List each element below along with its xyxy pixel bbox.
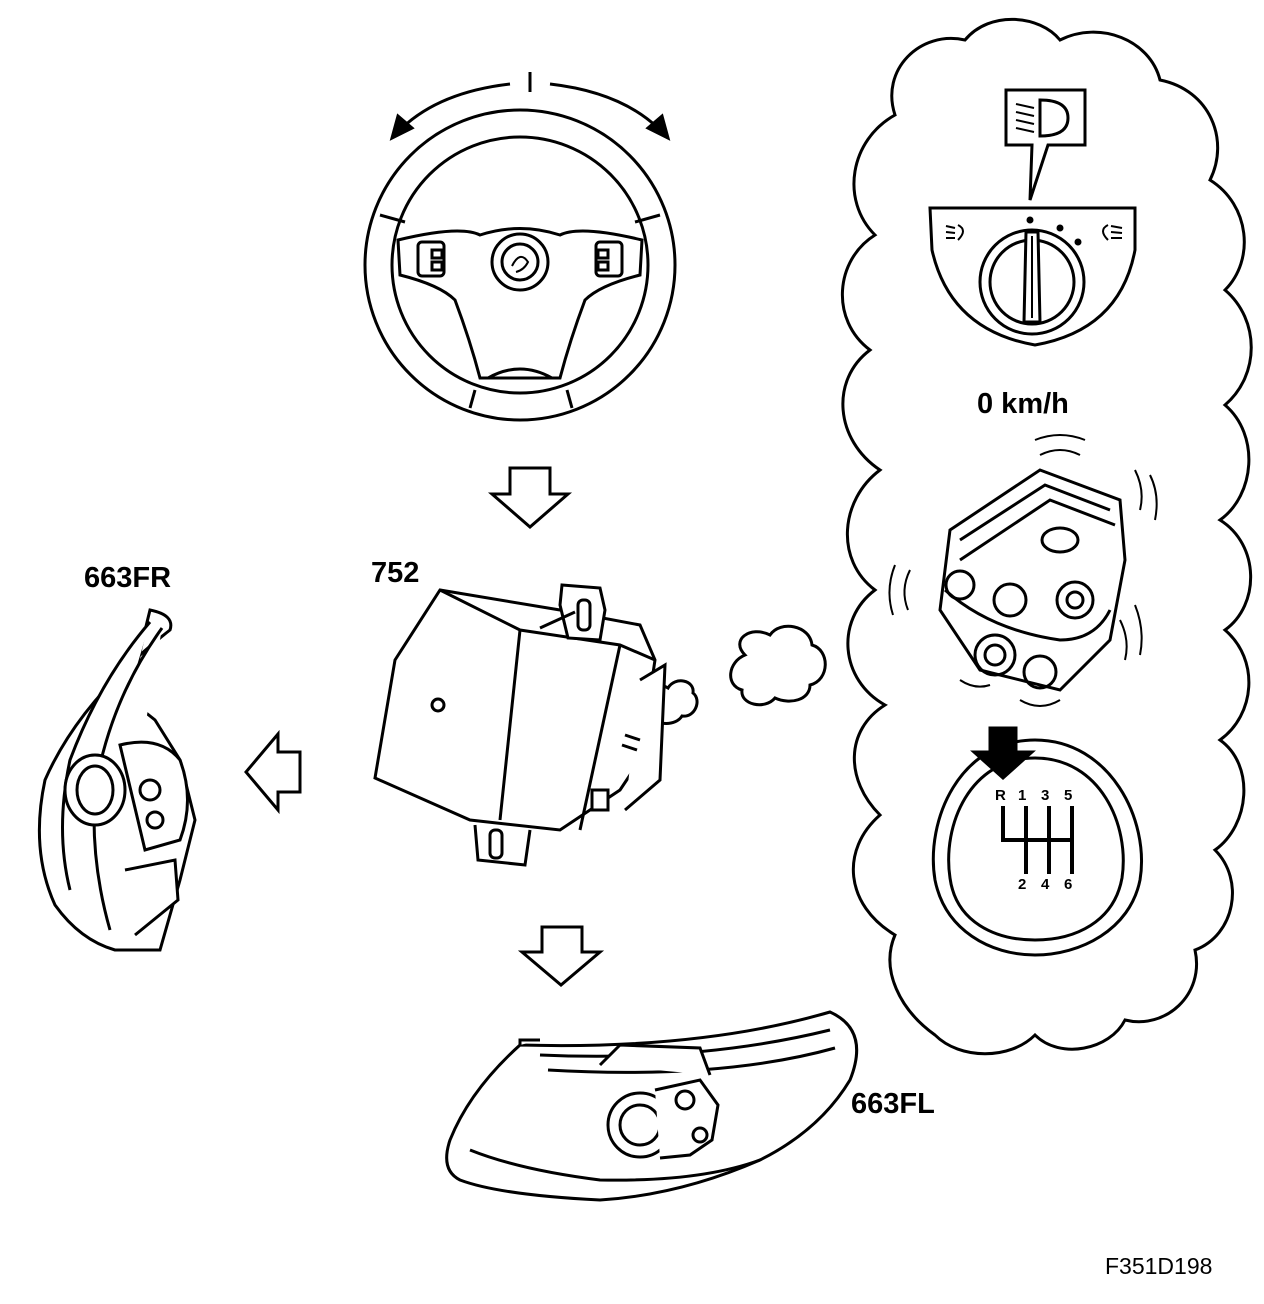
gear-label-2: 2 (1018, 876, 1027, 893)
gear-label-3: 3 (1041, 787, 1050, 804)
thought-bubble-medium (729, 624, 827, 707)
gear-label-reverse: R (995, 787, 1006, 804)
gear-label-6: 6 (1064, 876, 1073, 893)
steering-wheel-icon (363, 72, 677, 422)
figure-code: F351D198 (1105, 1253, 1213, 1279)
gear-label-4: 4 (1041, 876, 1050, 893)
label-vehicle-speed: 0 km/h (977, 388, 1069, 420)
headlamp-switch-icon (928, 88, 1137, 347)
gear-label-5: 5 (1064, 787, 1073, 804)
label-headlamp-front-right: 663FR (84, 562, 172, 594)
gear-shift-knob-icon (931, 726, 1143, 957)
control-module-752 (373, 583, 667, 867)
engine-running-icon (888, 434, 1158, 707)
headlamp-front-left (445, 1010, 859, 1202)
label-control-module: 752 (371, 557, 420, 589)
headlamp-front-right (37, 608, 197, 952)
gear-label-1: 1 (1018, 787, 1027, 804)
hollow-arrow-icon (244, 466, 605, 987)
label-headlamp-front-left: 663FL (851, 1088, 935, 1120)
